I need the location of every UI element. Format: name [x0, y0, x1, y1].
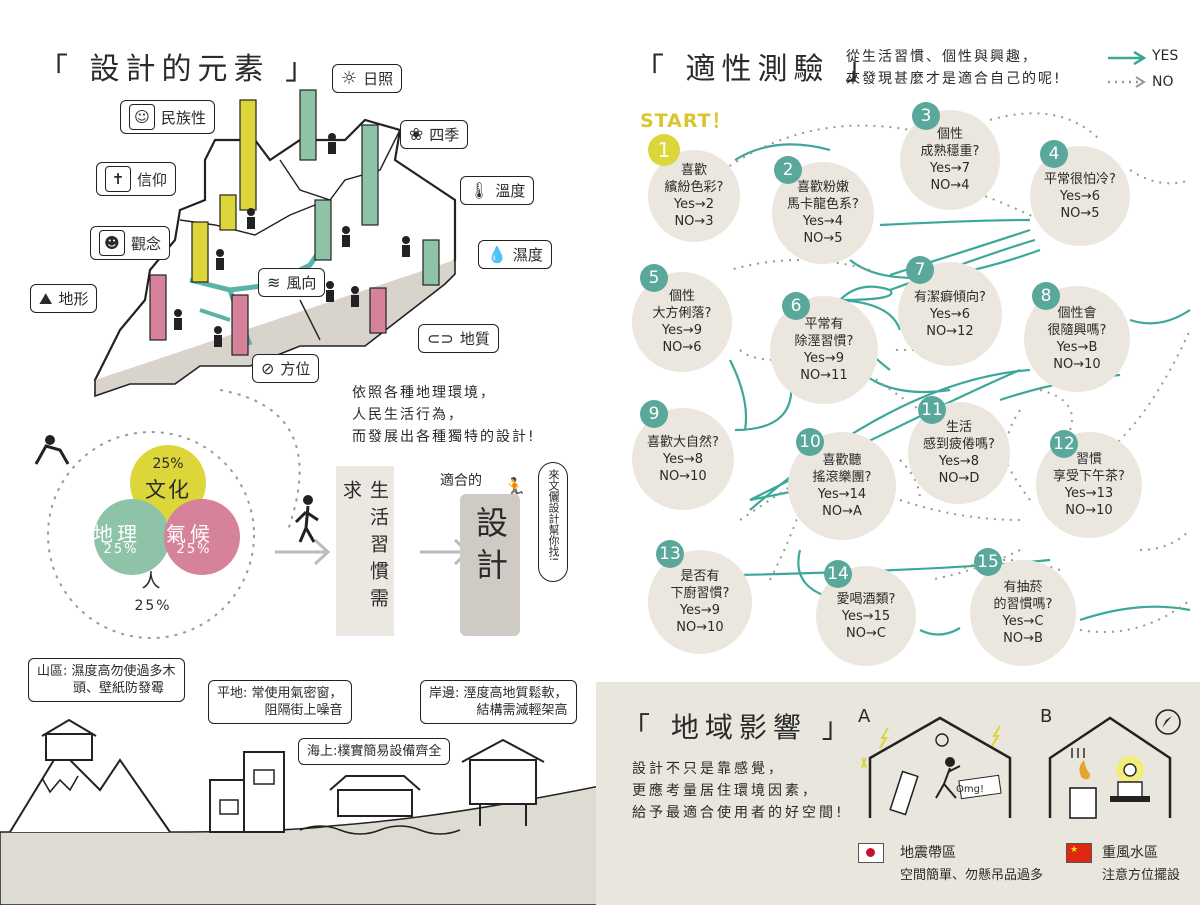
culture-pct: 25%	[152, 456, 184, 472]
compass-icon: ⊘	[261, 359, 275, 378]
quiz-number-3: 3	[912, 102, 940, 130]
coast-callout: 岸邊: 溼度高地質鬆軟， 結構需減輕架高	[420, 680, 577, 724]
sun-icon: ☼	[341, 68, 358, 89]
japan-flag-icon	[858, 842, 884, 863]
geo-label: 地理	[93, 522, 141, 546]
quiz-node-13: 是否有 下廚習慣? Yes→9 NO→10	[648, 550, 752, 654]
quiz-number-12: 12	[1050, 430, 1078, 458]
temperature-label: 🌡 溫度	[460, 176, 535, 205]
map-caption: 依照各種地理環境， 人民生活行為， 而發展出各種獨特的設計!	[352, 385, 536, 445]
terrain-label: ⛰ 地形	[30, 284, 98, 313]
orientation-label: ⊘ 方位	[252, 354, 320, 383]
houses-illustration	[861, 709, 1181, 819]
quiz-number-11: 11	[918, 396, 946, 424]
sea-callout: 海上:樸實簡易設備齊全	[298, 738, 451, 765]
geo-pct: 25%	[103, 542, 139, 557]
people-icon: ☺	[129, 104, 155, 130]
quiz-number-6: 6	[782, 292, 810, 320]
water-drop-icon: 💧	[487, 245, 507, 264]
map-illustration	[93, 89, 457, 398]
humidity-label: 💧 濕度	[478, 240, 552, 269]
mountain-icon: ⛰	[39, 288, 53, 308]
geology-label: ⊂⊃ 地質	[418, 324, 499, 353]
concept-label: ☻ 觀念	[90, 226, 171, 260]
thermometer-icon: 🌡	[469, 181, 490, 200]
regional-desc: 設計不只是靠感覺， 更應考量居住環境因素， 給予最適合使用者的好空間!	[632, 761, 845, 821]
quiz-node-9: 喜歡大自然? Yes→8 NO→10	[632, 408, 734, 510]
quiz-node-10: 喜歡聽 搖滾樂團? Yes→14 NO→A	[788, 432, 896, 540]
head-icon: ☻	[99, 230, 125, 256]
house-a-label: A	[858, 706, 871, 727]
quiz-number-14: 14	[824, 560, 852, 588]
quiz-number-13: 13	[656, 540, 684, 568]
person-pct: 25%	[134, 598, 172, 614]
quiz-number-8: 8	[1032, 282, 1060, 310]
faith-label: ✝ 信仰	[96, 162, 177, 196]
find-bubble: 來文儷設計幫你找!	[538, 462, 568, 582]
legend-no: NO	[1152, 74, 1174, 90]
venn-diagram	[34, 389, 301, 639]
quiz-number-2: 2	[774, 156, 802, 184]
china-flag-icon: ★	[1066, 842, 1092, 863]
landscape-illustration	[0, 718, 600, 905]
climate-pct: 25%	[176, 542, 212, 557]
elements-title: 「 設計的元素 」	[38, 52, 322, 87]
quiz-number-9: 9	[640, 400, 668, 428]
seasons-label: ❀ 四季	[400, 120, 469, 149]
climate-label: 氣候	[166, 522, 214, 546]
flat-callout: 平地: 常使用氣密窗， 阻隔街上噪音	[208, 680, 352, 724]
quiz-number-5: 5	[640, 264, 668, 292]
ethnicity-label: ☺ 民族性	[120, 100, 216, 134]
earthquake-zone-title: 地震帶區	[900, 845, 956, 861]
fengshui-zone-note: 注意方位擺設	[1102, 868, 1181, 883]
legend-arrows	[1108, 50, 1147, 88]
quiz-subtitle: 從生活習慣、個性與興趣， 來發現甚麼才是適合自己的呢!	[846, 49, 1062, 87]
quiz-node-15: 有抽菸 的習慣嗎? Yes→C NO→B	[970, 560, 1076, 666]
wind-icon: ≋	[267, 273, 281, 292]
quiz-number-10: 10	[796, 428, 824, 456]
wind-label: ≋ 風向	[258, 268, 326, 297]
earthquake-zone-note: 空間簡單、勿懸吊品過多	[900, 868, 1044, 883]
cross-icon: ✝	[105, 166, 131, 192]
design-box: 設計	[460, 494, 520, 636]
quiz-number-7: 7	[906, 256, 934, 284]
need-box: 生活習慣需求	[336, 466, 394, 636]
house-b-label: B	[1040, 706, 1053, 727]
regional-title: 「 地域影響 」	[622, 711, 856, 744]
start-label: START！	[640, 110, 732, 132]
need-text: 生活習慣需求	[340, 480, 389, 615]
leaf-icon: ❀	[409, 124, 424, 145]
quiz-number-4: 4	[1040, 140, 1068, 168]
legend-yes: YES	[1152, 48, 1179, 64]
culture-label: 文化	[145, 478, 191, 502]
quiz-number-1: 1	[648, 134, 680, 166]
flow-arrows	[275, 495, 470, 566]
design-text: 設計	[471, 506, 509, 590]
quiz-number-15: 15	[974, 548, 1002, 576]
mountain-callout: 山區: 濕度高勿使過多木 頭、壁紙防發霉	[28, 658, 185, 702]
suitable-label: 適合的	[440, 473, 482, 489]
quiz-title: 「 適性測驗 」	[634, 52, 882, 87]
person-label: 人	[141, 570, 161, 592]
log-icon: ⊂⊃	[427, 329, 454, 348]
omg-text: Omg!	[956, 784, 984, 795]
sunshine-label: ☼ 日照	[332, 64, 403, 93]
fengshui-zone-title: 重風水區	[1102, 845, 1158, 861]
